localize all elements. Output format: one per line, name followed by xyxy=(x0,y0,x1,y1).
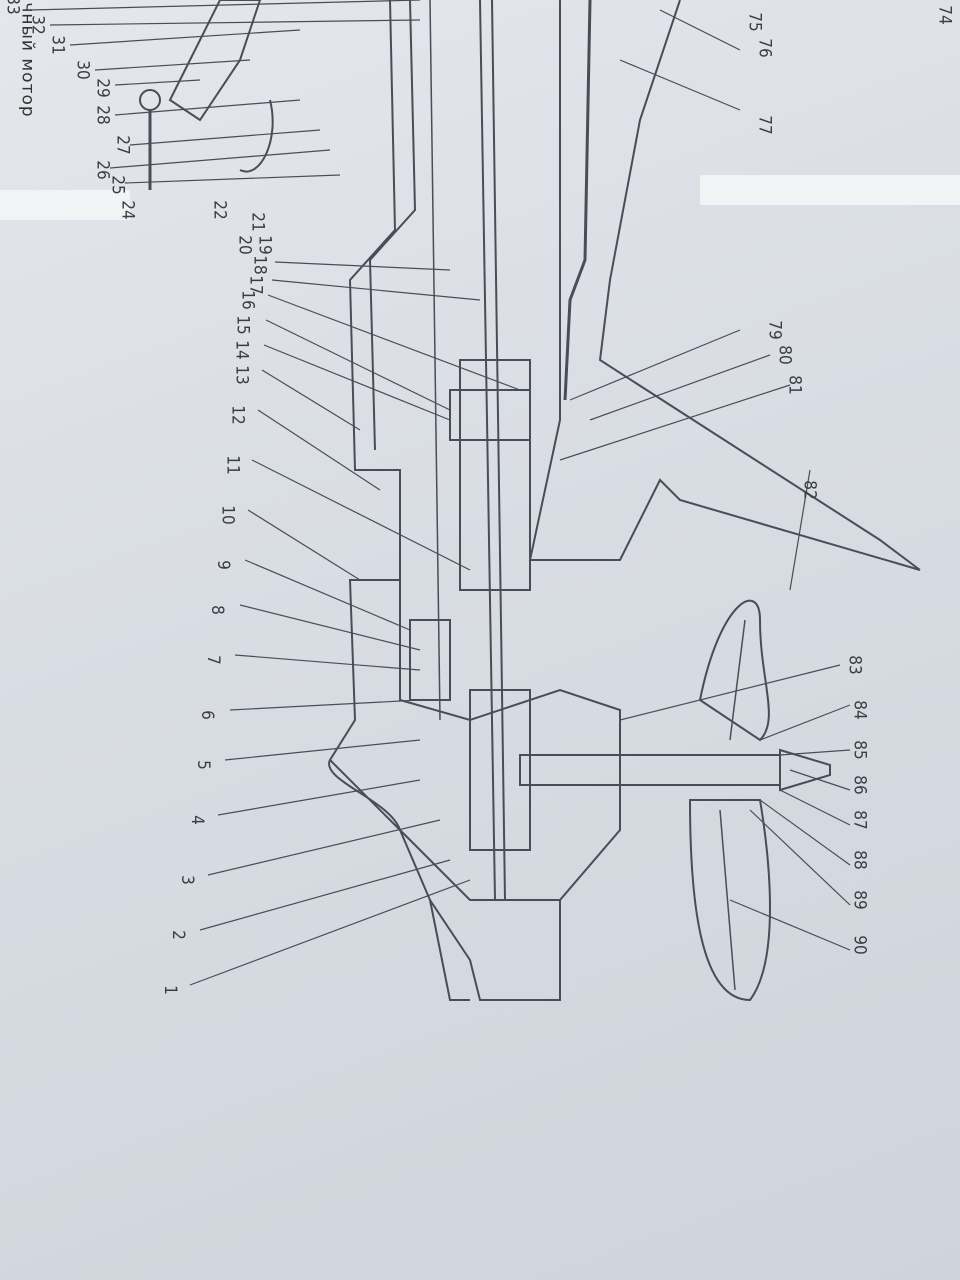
propeller-blade-upper xyxy=(698,599,770,742)
propeller-blade-lower xyxy=(688,799,771,1002)
part-label-15: 15 xyxy=(232,315,253,335)
part-label-17: 17 xyxy=(245,275,266,295)
part-label-76: 76 xyxy=(754,38,775,58)
part-label-80: 80 xyxy=(774,345,795,365)
part-label-7: 7 xyxy=(202,655,223,665)
propeller-nut xyxy=(779,748,831,792)
part-label-82: 82 xyxy=(799,480,820,500)
part-label-79: 79 xyxy=(764,320,785,340)
part-label-27: 27 xyxy=(112,135,133,155)
part-label-30: 30 xyxy=(72,60,93,80)
part-label-11: 11 xyxy=(222,455,243,475)
part-label-10: 10 xyxy=(217,505,238,525)
part-label-1: 1 xyxy=(159,985,180,995)
part-label-88: 88 xyxy=(849,850,870,870)
part-label-86: 86 xyxy=(849,775,870,795)
part-label-74: 74 xyxy=(934,5,955,25)
gear-assembly xyxy=(469,689,531,851)
part-label-32: 32 xyxy=(27,15,48,35)
part-label-24: 24 xyxy=(117,200,138,220)
part-label-8: 8 xyxy=(206,605,227,615)
part-label-26: 26 xyxy=(92,160,113,180)
part-label-22: 22 xyxy=(209,200,230,220)
clamp-bracket xyxy=(168,0,262,122)
housing-left-wall xyxy=(328,0,560,901)
part-label-2: 2 xyxy=(167,930,188,940)
part-label-6: 6 xyxy=(196,710,217,720)
tiller-arm xyxy=(598,0,921,571)
part-label-4: 4 xyxy=(186,815,207,825)
part-label-77: 77 xyxy=(754,115,775,135)
part-label-28: 28 xyxy=(92,105,113,125)
pinion-bearing xyxy=(409,619,451,701)
part-label-19: 19 xyxy=(254,235,275,255)
part-label-31: 31 xyxy=(47,35,68,55)
part-label-33: 33 xyxy=(2,0,23,15)
part-label-85: 85 xyxy=(849,740,870,760)
leader-lines xyxy=(29,0,851,986)
part-label-29: 29 xyxy=(92,78,113,98)
part-label-84: 84 xyxy=(849,700,870,720)
housing-right-wall xyxy=(528,0,921,571)
part-label-87: 87 xyxy=(849,810,870,830)
part-label-18: 18 xyxy=(249,255,270,275)
part-label-90: 90 xyxy=(849,935,870,955)
part-label-14: 14 xyxy=(231,340,252,360)
torn-page-edge xyxy=(0,190,130,220)
propeller-shaft xyxy=(519,754,781,786)
part-label-3: 3 xyxy=(176,875,197,885)
part-label-9: 9 xyxy=(212,560,233,570)
part-label-81: 81 xyxy=(784,375,805,395)
part-label-12: 12 xyxy=(227,405,248,425)
gearcase xyxy=(399,580,621,1001)
torn-page-edge xyxy=(700,175,960,205)
water-pump-housing xyxy=(459,359,531,591)
part-label-21: 21 xyxy=(247,212,268,232)
clamp-screw-eye xyxy=(139,89,161,111)
drive-shaft xyxy=(479,0,496,901)
part-label-5: 5 xyxy=(192,760,213,770)
part-label-20: 20 xyxy=(234,235,255,255)
part-label-83: 83 xyxy=(844,655,865,675)
part-label-75: 75 xyxy=(744,12,765,32)
part-label-89: 89 xyxy=(849,890,870,910)
part-label-13: 13 xyxy=(231,365,252,385)
